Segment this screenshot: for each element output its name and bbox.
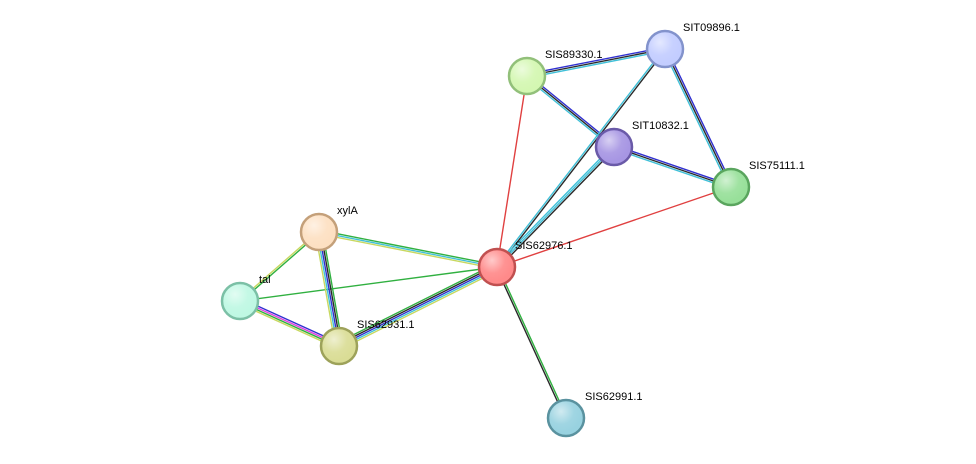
edge-evidence-line (316, 231, 338, 348)
edge-evidence-line (339, 269, 500, 350)
edge-evidence-line (613, 146, 732, 188)
node-SIS62931.1[interactable]: SIS62931.1 (319, 319, 415, 366)
edge-SIT10832.1-SIS62976.1[interactable] (495, 145, 616, 269)
node-highlight (648, 32, 682, 66)
edge-xylA-SIS62931.1[interactable] (314, 230, 344, 348)
node-label: SIS75111.1 (749, 160, 805, 172)
node-highlight (549, 401, 583, 435)
node-highlight (223, 284, 257, 318)
node-highlight (480, 250, 514, 284)
edge-evidence-line (337, 264, 497, 346)
nodes-layer: SIS62976.1 SIS89330.1 SIT09896.1SIT10832.1… (220, 22, 805, 438)
edge-evidence-line (318, 231, 498, 268)
edge-evidence-line (495, 145, 614, 267)
edge-evidence-line (497, 265, 568, 419)
edge-evidence-line (495, 47, 665, 268)
node-highlight (510, 59, 544, 93)
node-label: SIS89330.1 (545, 49, 603, 61)
edge-SIT09896.1-SIS62976.1[interactable] (495, 47, 667, 269)
node-SIS62976.1[interactable]: SIS62976.1 (477, 240, 573, 287)
edge-evidence-line (525, 46, 666, 75)
edge-SIS62991.1-SIS62976.1[interactable] (495, 265, 568, 420)
edge-SIS62931.1-SIS62976.1[interactable] (336, 263, 500, 350)
node-label: SIS62991.1 (585, 391, 643, 403)
edge-evidence-line (496, 186, 732, 268)
edge-evidence-line (320, 230, 342, 347)
edge-evidence-line (665, 47, 734, 187)
edge-evidence-line (317, 233, 498, 270)
node-highlight (322, 329, 356, 363)
edge-SIS89330.1-SIT09896.1[interactable] (525, 46, 667, 79)
edge-SIT10832.1-SIS75111.1[interactable] (612, 144, 733, 190)
edge-evidence-line (339, 267, 499, 349)
edge-evidence-line (662, 49, 731, 189)
edge-evidence-line (497, 147, 616, 269)
edge-evidence-line (318, 231, 340, 347)
edge-SIT09896.1-SIS75111.1[interactable] (662, 47, 734, 189)
edge-evidence-line (496, 146, 615, 268)
node-highlight (714, 170, 748, 204)
edge-evidence-line (314, 231, 337, 348)
node-xylA[interactable]: xylA (299, 205, 358, 252)
node-tal[interactable]: tal (220, 274, 271, 321)
edge-evidence-line (321, 230, 344, 347)
node-label: SIT09896.1 (683, 22, 740, 34)
edge-SIS75111.1-SIS62976.1[interactable] (496, 186, 732, 268)
edge-evidence-line (336, 263, 497, 344)
edge-evidence-line (497, 48, 667, 269)
edge-evidence-line (664, 48, 732, 188)
edge-evidence-line (612, 148, 732, 190)
edge-evidence-line (338, 266, 498, 347)
node-SIS89330.1[interactable]: SIS89330.1 (507, 49, 603, 96)
node-label: SIT10832.1 (632, 120, 689, 132)
node-label: SIS62931.1 (357, 319, 415, 331)
node-SIT10832.1[interactable]: SIT10832.1 (594, 120, 689, 167)
edge-evidence-line (526, 50, 667, 79)
node-SIS62991.1[interactable]: SIS62991.1 (546, 391, 643, 438)
edge-SIS89330.1-SIS62976.1[interactable] (496, 75, 528, 268)
edge-tal-SIS62976.1[interactable] (239, 266, 498, 302)
node-label: SIS62976.1 (515, 240, 573, 252)
node-highlight (597, 130, 631, 164)
edge-evidence-line (239, 266, 498, 302)
edge-evidence-line (526, 48, 666, 77)
edge-evidence-line (495, 266, 566, 420)
edge-evidence-line (318, 229, 499, 266)
node-label: xylA (337, 205, 358, 217)
edge-evidence-line (496, 75, 528, 268)
node-label: tal (259, 274, 271, 286)
node-SIT09896.1[interactable]: SIT09896.1 (645, 22, 740, 69)
node-highlight (302, 215, 336, 249)
edge-evidence-line (613, 144, 733, 186)
node-SIS75111.1[interactable]: SIS75111.1 (711, 160, 805, 207)
edge-xylA-SIS62976.1[interactable] (317, 229, 499, 270)
